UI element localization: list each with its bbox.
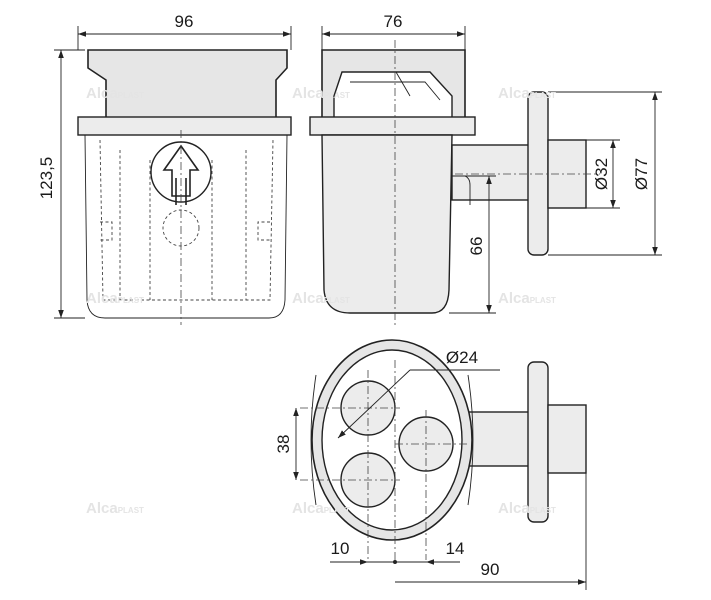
dim-label-front-width: 96: [175, 12, 194, 31]
side-body: [321, 134, 453, 314]
side-view: [309, 40, 600, 325]
dim-label-hole-spacing: 38: [274, 435, 293, 454]
dim-hole-offsets: 10 14: [330, 539, 465, 565]
dim-total-depth: 90: [395, 473, 587, 590]
dim-label-offset-left: 10: [331, 539, 350, 558]
dim-hole-dia: Ø24: [337, 348, 500, 439]
side-outlet-pipe: [451, 144, 533, 201]
dim-total-height: 123,5: [37, 49, 85, 319]
front-lid: [87, 49, 288, 125]
side-rim: [309, 116, 476, 136]
front-rim: [77, 116, 292, 136]
dim-label-hole-dia: Ø24: [446, 348, 478, 367]
watermark-logo: AlcaPLAST: [498, 500, 556, 517]
dim-label-offset-right: 14: [446, 539, 465, 558]
side-flange: [527, 91, 549, 256]
dim-label-flange-dia: Ø77: [632, 158, 651, 190]
watermark-logo: AlcaPLAST: [292, 85, 350, 102]
top-flange: [527, 361, 549, 523]
dim-label-outlet-height: 66: [467, 237, 486, 256]
watermark-logo: AlcaPLAST: [292, 290, 350, 307]
watermarks: AlcaPLAST AlcaPLAST AlcaPLAST AlcaPLAST …: [86, 85, 556, 517]
watermark-logo: AlcaPLAST: [86, 500, 144, 517]
dim-outlet-dia: Ø32: [586, 139, 620, 209]
dim-hole-spacing: 38: [274, 408, 299, 480]
dim-flange-dia: Ø77: [548, 91, 662, 256]
dim-front-width: 96: [77, 12, 292, 50]
top-socket: [547, 404, 587, 474]
watermark-logo: AlcaPLAST: [292, 500, 350, 517]
watermark-logo: AlcaPLAST: [498, 85, 556, 102]
dim-outlet-height: 66: [449, 175, 496, 314]
dim-side-width: 76: [321, 12, 466, 50]
dim-label-side-width: 76: [384, 12, 403, 31]
front-body: [84, 134, 288, 319]
dim-label-total-height: 123,5: [37, 157, 56, 200]
watermark-logo: AlcaPLAST: [498, 290, 556, 307]
watermark-logo: AlcaPLAST: [86, 290, 144, 307]
front-view: [77, 49, 292, 325]
top-view: [300, 339, 587, 560]
watermark-logo: AlcaPLAST: [86, 85, 144, 102]
dim-label-outlet-dia: Ø32: [592, 158, 611, 190]
dim-label-total-depth: 90: [481, 560, 500, 579]
